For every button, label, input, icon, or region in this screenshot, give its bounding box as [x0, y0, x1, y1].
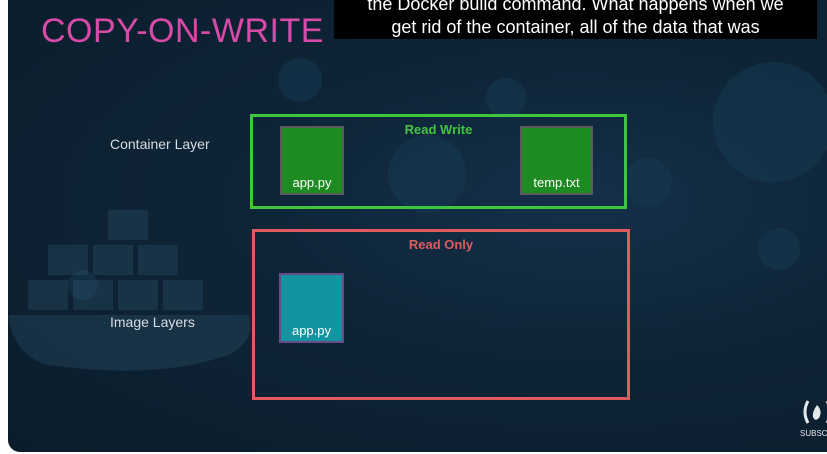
file-app-py-container: app.py	[280, 126, 344, 195]
docker-whale-watermark-icon	[8, 210, 251, 371]
background-bubble	[713, 62, 827, 182]
file-app-py-image: app.py	[279, 273, 344, 343]
file-label: app.py	[292, 175, 332, 190]
container-layer-label: Container Layer	[110, 136, 210, 152]
background-bubble	[758, 228, 800, 270]
subscribe-label: SUBSCRIBE	[800, 429, 827, 438]
read-write-layer-box: Read Write app.py temp.txt	[250, 114, 627, 209]
read-write-label: Read Write	[404, 122, 473, 137]
file-temp-txt-container: temp.txt	[520, 126, 593, 195]
file-label: app.py	[291, 323, 332, 338]
caption-line: the Docker build command. What happens w…	[367, 0, 784, 14]
caption-line: get rid of the container, all of the dat…	[391, 17, 760, 37]
background-bubble	[624, 158, 672, 206]
channel-watermark[interactable]: SUBSCRIBE	[800, 398, 827, 440]
read-only-label: Read Only	[408, 237, 474, 252]
video-captions: the Docker build command. What happens w…	[334, 0, 817, 39]
video-frame[interactable]: COPY-ON-WRITE Container Layer Image Laye…	[8, 0, 827, 452]
background-bubble	[388, 135, 466, 213]
background-bubble	[486, 78, 526, 118]
image-layers-label: Image Layers	[110, 314, 195, 330]
file-label: temp.txt	[533, 175, 580, 190]
freecodecamp-logo-icon	[803, 400, 827, 424]
slide-title: COPY-ON-WRITE	[41, 12, 324, 50]
background-bubble	[68, 270, 98, 300]
background-bubble	[278, 58, 322, 102]
read-only-layer-box: Read Only app.py	[252, 229, 630, 400]
